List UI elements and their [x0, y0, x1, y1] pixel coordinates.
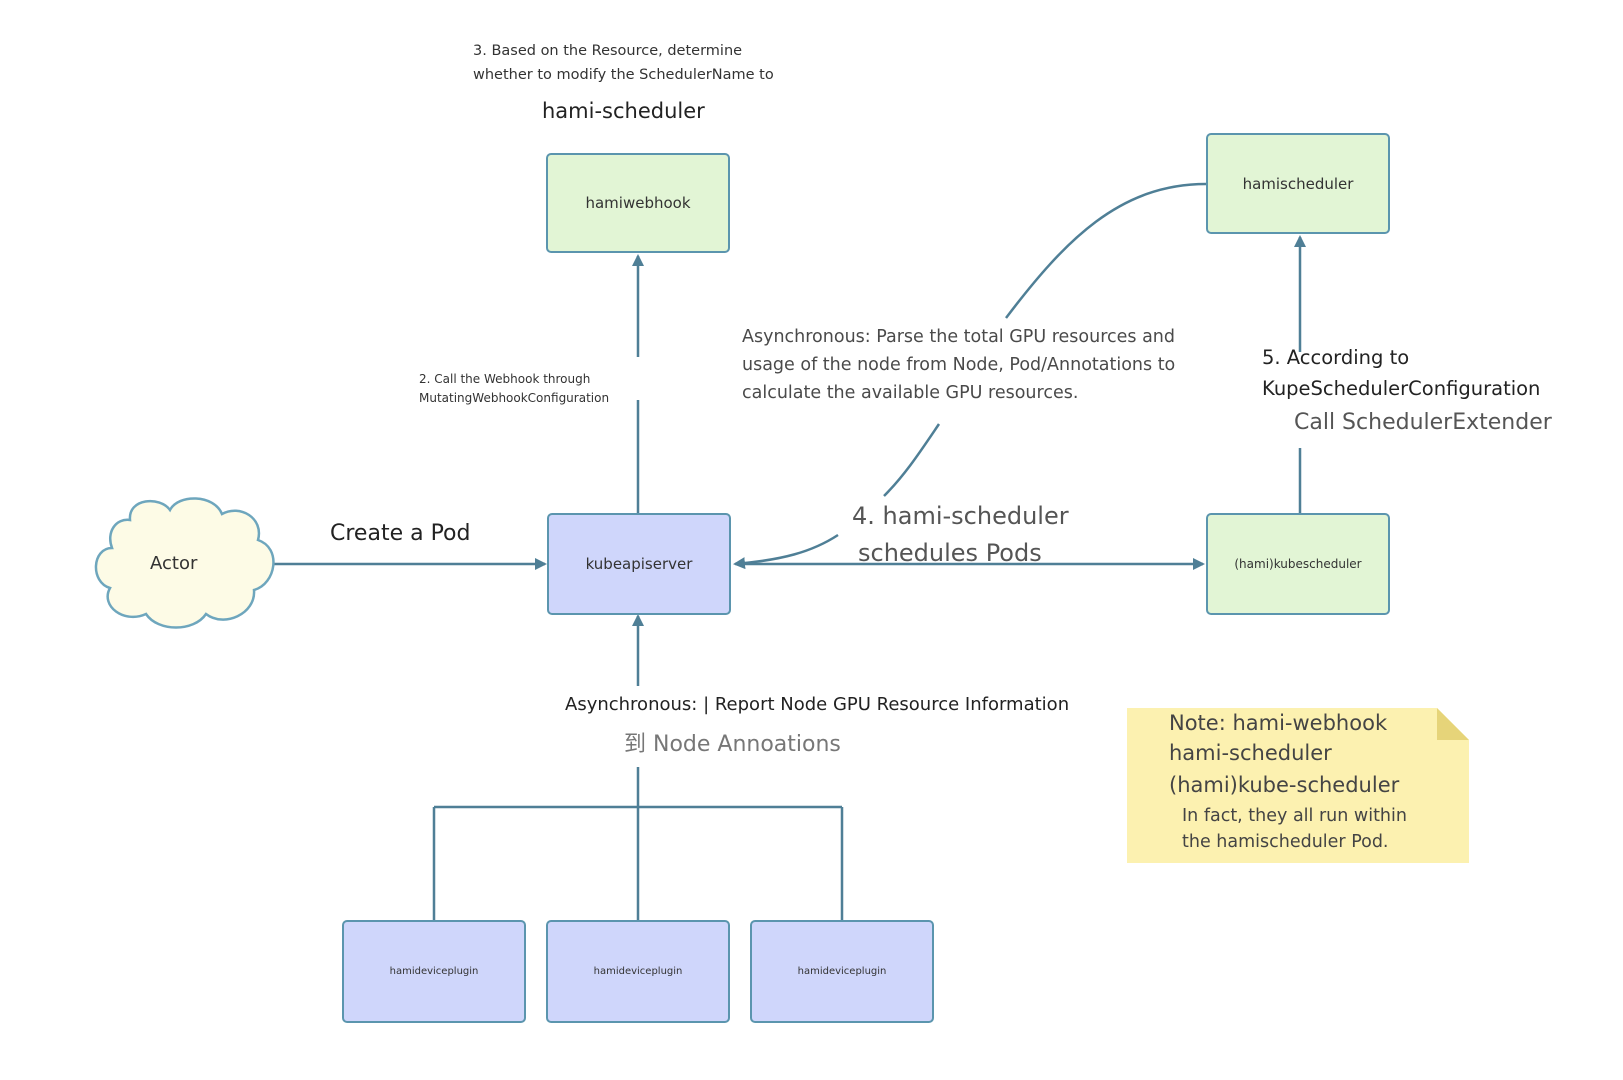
step3-label-line1: 3. Based on the Resource, determine — [473, 43, 743, 59]
step2-label-line1: 2. Call the Webhook through — [419, 372, 591, 386]
create-pod-label: Create a Pod — [330, 521, 471, 546]
kubeapiserver-node: kubeapiserver — [547, 513, 731, 615]
note-line1: Note: hami-webhook — [1169, 711, 1388, 735]
hamischeduler-node: hamischeduler — [1206, 133, 1390, 234]
actor-cloud-shape — [94, 497, 275, 629]
note-line2: hami-scheduler — [1169, 741, 1332, 765]
step5-label-line1: 5. According to — [1262, 346, 1410, 369]
hamiwebhook-node: hamiwebhook — [546, 153, 730, 253]
edge-hamischeduler-curve-middle — [883, 423, 941, 497]
step3-scheduler-name: hami-scheduler — [542, 99, 705, 123]
deviceplugin-node-3: hamideviceplugin — [750, 920, 934, 1023]
step2-label-line2: MutatingWebhookConfiguration — [419, 391, 610, 405]
edge-hamischeduler-curve-upper — [1005, 182, 1207, 319]
step5-label-line3: Call SchedulerExtender — [1294, 410, 1552, 435]
async-parse-line2: usage of the node from Node, Pod/Annotat… — [742, 355, 1176, 375]
deviceplugin-node-2: hamideviceplugin — [546, 920, 730, 1023]
kubescheduler-node: (hami)kubescheduler — [1206, 513, 1390, 615]
note-box — [1127, 708, 1469, 863]
kubescheduler-label: (hami)kubescheduler — [1234, 557, 1362, 571]
async-report-line1: Asynchronous: | Report Node GPU Resource… — [565, 694, 1070, 715]
note-line3: (hami)kube-scheduler — [1169, 773, 1400, 797]
deviceplugin-node-1: hamideviceplugin — [342, 920, 526, 1023]
deviceplugin-2-label: hamideviceplugin — [593, 966, 683, 977]
async-report-line2: 到 Node Annoations — [624, 732, 841, 757]
async-parse-line1: Asynchronous: Parse the total GPU resour… — [742, 327, 1176, 347]
deviceplugin-3-label: hamideviceplugin — [797, 966, 887, 977]
step4-label-line1: 4. hami-scheduler — [852, 502, 1069, 530]
step3-label-line2: whether to modify the SchedulerName to — [473, 67, 774, 83]
step4-label-line2: schedules Pods — [858, 539, 1042, 567]
note-line5: the hamischeduler Pod. — [1182, 832, 1389, 852]
deviceplugin-1-label: hamideviceplugin — [389, 966, 479, 977]
hamischeduler-label: hamischeduler — [1242, 174, 1354, 193]
edge-hamischeduler-curve-lower — [733, 533, 839, 570]
async-parse-line3: calculate the available GPU resources. — [742, 383, 1079, 403]
hamiwebhook-label: hamiwebhook — [585, 194, 691, 212]
step5-label-line2: KupeSchedulerConfiguration — [1262, 377, 1541, 400]
note-line4: In fact, they all run within — [1182, 806, 1407, 826]
kubeapiserver-label: kubeapiserver — [585, 555, 693, 573]
actor-label: Actor — [150, 553, 198, 574]
